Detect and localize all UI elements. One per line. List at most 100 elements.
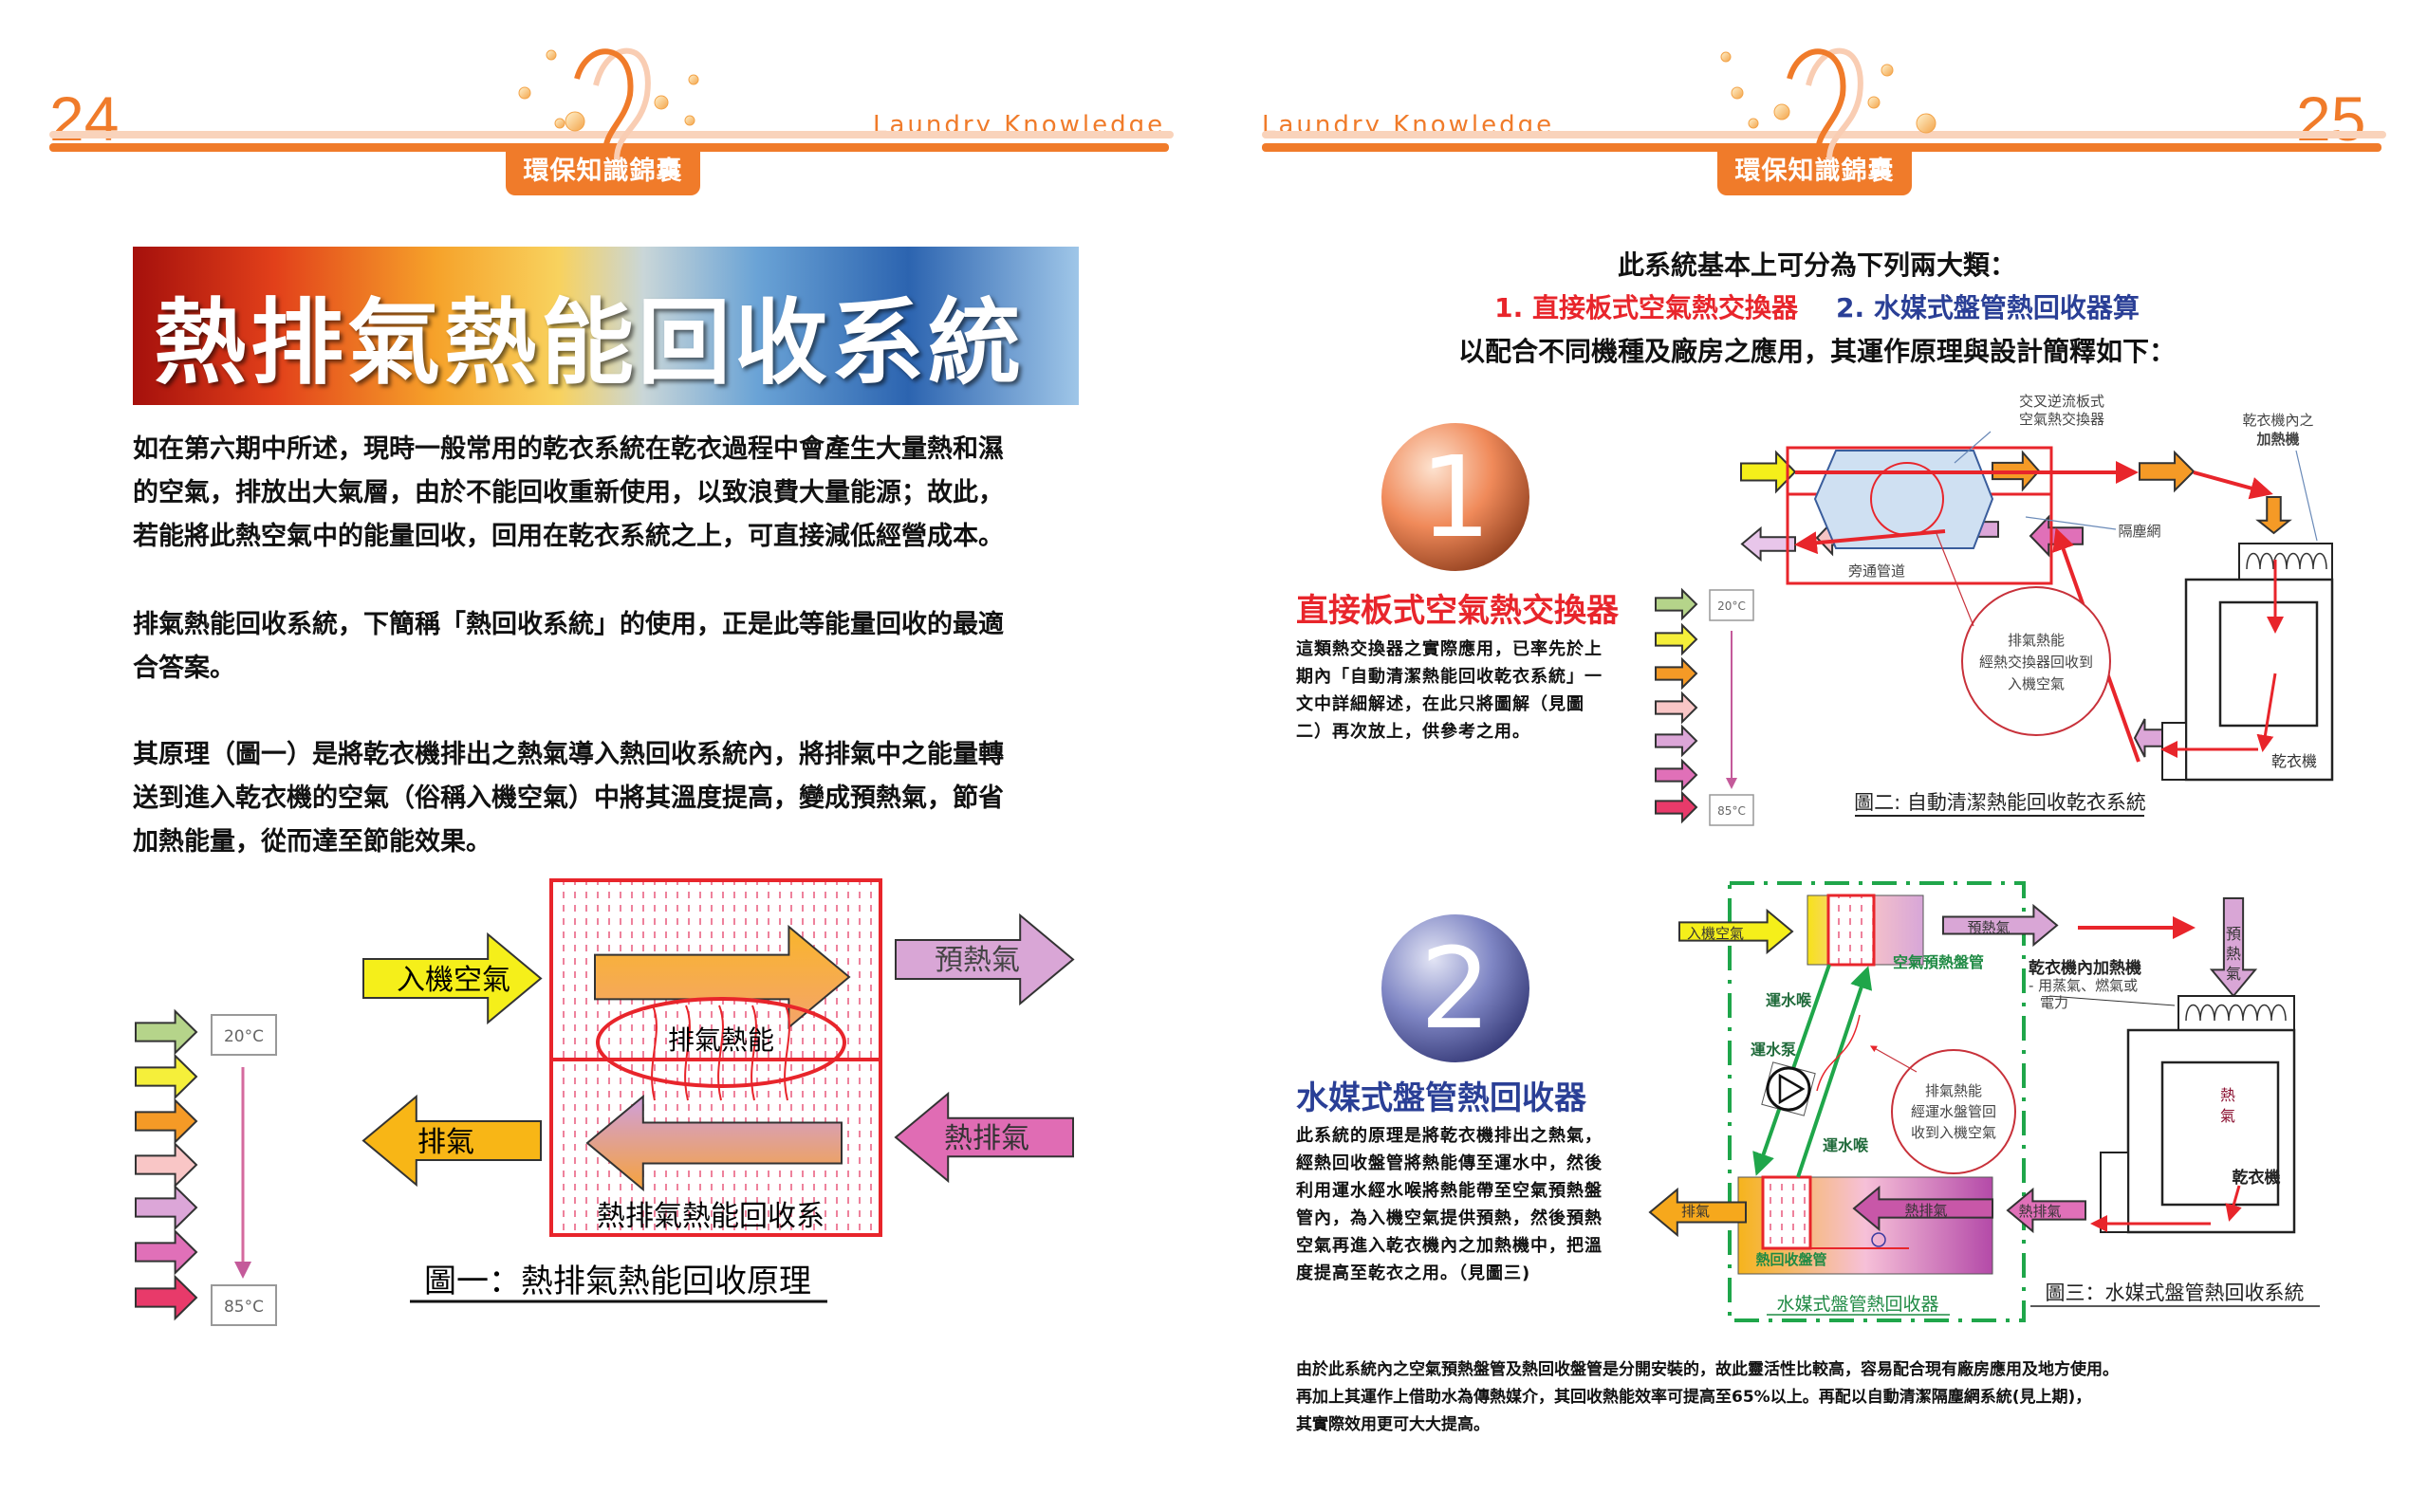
section-label-left: Laundry Knowledge <box>873 111 1166 139</box>
pointer-line <box>2048 995 2176 1006</box>
type-2: 2. 水媒式盤管熱回收器算 <box>1836 292 2140 323</box>
note-line-2: 經熱交換器回收到 <box>1979 654 2093 671</box>
heat-wave-lines <box>651 1005 790 1101</box>
heater-label-2: 加熱機 <box>2255 431 2299 448</box>
intro-line-2: 以配合不同機種及廠房之應用，其運作原理與設計簡釋如下： <box>1457 336 2176 367</box>
exchanger-housing <box>1786 446 2053 585</box>
heat-path <box>1816 1014 1861 1092</box>
water-pipe-label-1: 運水喉 <box>1766 991 1812 1009</box>
pointer-line <box>1954 431 1992 464</box>
warm-air-arrow <box>2139 450 2196 493</box>
exhaust-arrow <box>1648 1187 1747 1238</box>
temp-low: 20°C <box>1717 599 1746 613</box>
exhaust-flow-line <box>1794 529 1946 555</box>
legend-arrow-icon <box>135 1053 198 1100</box>
type-1: 1. 直接板式空氣熱交換器 <box>1494 292 1798 323</box>
water-pipe-label-2: 運水喉 <box>1823 1136 1869 1154</box>
legend-arrow-icon <box>135 1184 198 1231</box>
text-line: 度提高至乾衣之用。（見圖三) <box>1296 1263 1531 1283</box>
heater-box <box>2238 543 2333 581</box>
hot-air-down-arrow <box>2255 630 2295 667</box>
text-line: 合答案。 <box>133 654 235 683</box>
section-label-right: Laundry Knowledge <box>1262 111 1555 139</box>
warm-air-arrow <box>1992 450 2041 492</box>
recovery-coil-core <box>1761 1175 1812 1250</box>
pump-triangle-icon <box>1778 1073 1806 1105</box>
flow-line <box>2193 470 2273 500</box>
exhaust-arrow <box>1815 519 1862 557</box>
hot-air-2: 氣 <box>2220 1107 2235 1125</box>
note-line-2: 經運水盤管回 <box>1911 1103 1996 1120</box>
heat-zone-circle <box>1870 462 1944 536</box>
hot-exhaust-inner-label: 熱排氣 <box>1904 1202 1947 1219</box>
legend-arrow-icon <box>1655 622 1698 656</box>
text-line: 其原理（圖一）是將乾衣機排出之熱氣導入熱回收系統內，將排氣中之能量轉 <box>133 740 1004 769</box>
bypass-label: 旁通管道 <box>1848 562 1905 580</box>
legend-arrow-icon <box>135 1141 198 1189</box>
note-circle <box>1891 1049 2016 1174</box>
exhaust-label: 排氣 <box>417 1126 474 1159</box>
question-mark-icon <box>518 47 699 160</box>
pointer-line <box>1935 530 1974 627</box>
text-line: 排氣熱能回收系統，下簡稱「熱回收系統」的使用，正是此等能量回收的最適 <box>133 610 1004 639</box>
intake-air-arrow <box>362 931 543 1025</box>
heater-coil-icon <box>2185 1004 2287 1022</box>
heater-label-3: 電力 <box>2040 994 2068 1011</box>
exhaust-out-arrow <box>1740 526 1796 562</box>
dryer-label: 乾衣機 <box>2271 752 2317 770</box>
hot-exhaust-label: 熱排氣 <box>944 1122 1029 1155</box>
pump-icon <box>1766 1066 1811 1112</box>
preheated-air-arrow <box>1942 903 2059 948</box>
figure-3-diagram: 排氣熱能 經運水盤管回 收到入機空氣 入機空氣 預熱氣 預 熱 氣 空氣預熱盤管… <box>1648 881 2320 1322</box>
figure-1-caption: 圖一：熱排氣熱能回收原理 <box>424 1263 811 1300</box>
legend-arrow-icon <box>1655 691 1698 725</box>
system-label: 熱排氣熱能回收系 <box>597 1200 825 1233</box>
intake-arrow <box>1740 450 1797 494</box>
recovery-system-box <box>549 878 882 1237</box>
exchanger-label-1: 交叉逆流板式 <box>2019 393 2104 410</box>
text-line: 由於此系統內之空氣預熱盤管及熱回收盤管是分開安裝的，故此靈活性比較高，容易配合現… <box>1296 1360 2119 1379</box>
temp-high: 85°C <box>224 1298 264 1317</box>
pump-housing <box>1761 1061 1816 1116</box>
preheated-air-label: 預熱氣 <box>935 944 1020 977</box>
drum-flow-line <box>2225 1185 2242 1222</box>
hot-exhaust-arrow <box>894 1091 1074 1184</box>
text-line: 加熱能量，從而達至節能效果。 <box>133 827 491 857</box>
badge-right: 環保知識錦囊 <box>1717 150 1912 195</box>
heated-intake-arrow <box>594 924 851 1030</box>
badge-left: 環保知識錦囊 <box>506 150 700 195</box>
exhaust-heat-label: 排氣熱能 <box>668 1024 774 1056</box>
hot-exhaust-outer-arrow <box>2006 1187 2086 1234</box>
section2-title: 水媒式盤管熱回收器 <box>1296 1079 1586 1117</box>
section1-title: 直接板式空氣熱交換器 <box>1296 592 1619 630</box>
warm-air-down-arrow <box>2255 496 2292 535</box>
water-pipe-up <box>1796 966 1873 1178</box>
intake-air-label: 入機空氣 <box>1687 925 1744 942</box>
temp-high-box <box>1709 794 1754 826</box>
intro-line: 此系統基本上可分為下列兩大類： <box>1617 249 2016 281</box>
drum-flow-line <box>2256 673 2277 752</box>
legend-arrow-icon <box>1655 758 1698 792</box>
recovery-coil <box>1737 1176 1993 1275</box>
paragraph-1: 如在第六期中所述，現時一般常用的乾衣系統在乾衣過程中會產生大量熱和濕 的空氣，排… <box>133 428 1082 559</box>
figure-1-diagram: 20°C 85°C 排氣熱能 熱排氣熱能回收系 入機空氣 排氣 預熱氣 熱排氣 … <box>135 878 1075 1326</box>
intake-air-arrow <box>1678 908 1794 955</box>
dryer-body <box>2184 578 2334 782</box>
dryer-drum <box>2160 1060 2280 1207</box>
legend-arrow-icon <box>1655 790 1698 824</box>
temp-low-box <box>1709 589 1754 621</box>
text-line: 此系統的原理是將乾衣機排出之熱氣， <box>1296 1126 1603 1146</box>
recovery-coil-label: 熱回收盤管 <box>1755 1251 1826 1268</box>
preheat-down-1: 預 <box>2226 925 2241 943</box>
text-line: 如在第六期中所述，現時一般常用的乾衣系統在乾衣過程中會產生大量熱和濕 <box>133 434 1004 464</box>
temp-high-box <box>211 1284 277 1326</box>
temp-low: 20°C <box>224 1027 264 1046</box>
plate-heat-exchanger <box>1813 450 1994 549</box>
pointer-line <box>2025 516 2117 530</box>
bottom-paragraph: 由於此系統內之空氣預熱盤管及熱回收盤管是分開安裝的，故此靈活性比較高，容易配合現… <box>1296 1356 2387 1439</box>
text-line: 文中詳細解述，在此只將圖解（見圖 <box>1296 694 1584 714</box>
heater-coil-icon <box>2246 552 2327 570</box>
number-1: 1 <box>1419 432 1491 562</box>
legend-arrow-icon <box>135 1097 198 1145</box>
note-line-1: 排氣熱能 <box>1925 1082 1982 1099</box>
